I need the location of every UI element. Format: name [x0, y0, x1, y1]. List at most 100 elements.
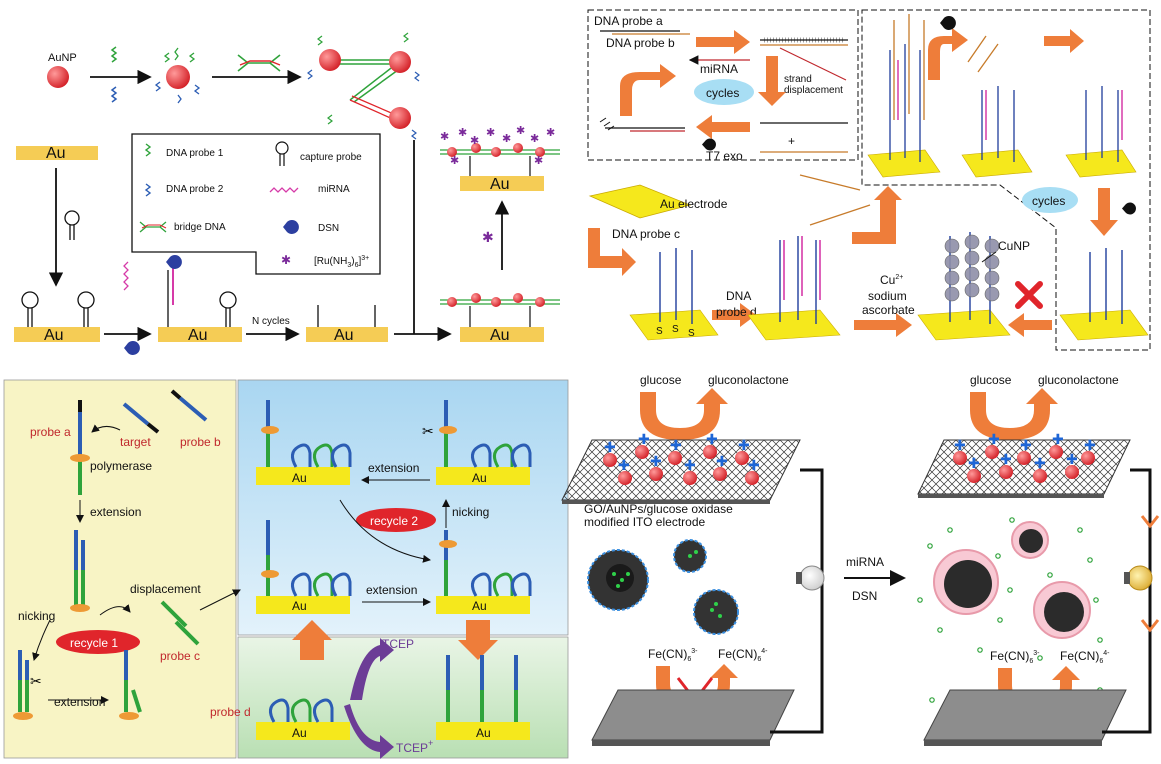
mirna-label-d: miRNA [846, 555, 884, 569]
svg-text:✂: ✂ [422, 424, 434, 440]
orange-arrow-b3 [620, 64, 676, 116]
legend-capture-probe: capture probe [300, 152, 362, 163]
electrode-label-1: GO/AuNPs/glucose oxidase [584, 502, 733, 516]
glucose-arrow-1 [640, 388, 728, 440]
au-label-c6: Au [476, 726, 491, 740]
c-electrode-bl [256, 698, 350, 740]
b-top-electrode-1 [867, 14, 941, 178]
svg-text:✱: ✱ [458, 126, 467, 139]
svg-text:✚: ✚ [670, 438, 682, 454]
svg-text:✱: ✱ [450, 154, 459, 167]
panel-d: glucose gluconolactone ✚✚✚ ✚✚✚ ✚✚✚ ✚ GO/… [561, 373, 1160, 746]
bulb-on [1127, 565, 1153, 591]
fe3-label-1: Fe(CN)63- [648, 647, 698, 663]
panel-a: AuNP Au [14, 32, 560, 356]
nanocapsules-closed [587, 539, 739, 635]
b-top-electrode-2 [961, 86, 1033, 178]
b-electrode-right [1059, 248, 1149, 341]
legend-dsn: DSN [318, 223, 339, 234]
dna-probe-a-label: DNA probe a [594, 14, 663, 28]
glucose-arrow-2 [970, 388, 1058, 440]
aunp-functionalized [154, 47, 201, 104]
bottom-electrode-2 [923, 689, 1127, 741]
glucose-label-2: glucose [970, 373, 1012, 387]
tcep-arrow-top [350, 638, 394, 700]
svg-text:✚: ✚ [748, 458, 760, 474]
orange-arrow-b10 [1090, 188, 1118, 236]
dsn-label-d: DSN [852, 589, 877, 603]
legend-box: DNA probe 1 DNA probe 2 bridge DNA captu… [131, 133, 381, 275]
b-electrode-cunp [917, 232, 1011, 341]
orange-arrow-c-up [292, 620, 332, 660]
dna-probe-1-squiggle [110, 46, 118, 63]
au-electrode-plate [588, 184, 692, 219]
probe-b-label: probe b [180, 435, 221, 449]
nanocapsules-open [917, 517, 1103, 733]
svg-text:✚: ✚ [618, 458, 630, 474]
au-label-2: Au [44, 327, 64, 344]
sodium-label: sodium [868, 289, 907, 303]
svg-text:✱: ✱ [502, 132, 511, 145]
svg-text:✚: ✚ [650, 454, 662, 470]
c-electrode-ml [256, 520, 352, 614]
au-electrode-label: Au electrode [660, 197, 728, 211]
extension-label-4: extension [366, 583, 417, 597]
dna-label: DNA [726, 289, 751, 303]
svg-text:✱: ✱ [470, 134, 479, 147]
svg-text:✚: ✚ [604, 440, 616, 456]
svg-text:✚: ✚ [968, 456, 980, 472]
svg-text:✚: ✚ [716, 454, 728, 470]
svg-text:S: S [656, 326, 663, 337]
b-electrode-1: S S S [629, 248, 719, 341]
au-electrode-4 [306, 305, 388, 342]
displacement-label-c: displacement [130, 582, 201, 596]
target-label: target [120, 435, 151, 449]
cycles-label-2: cycles [1032, 194, 1065, 208]
au-label-c1: Au [292, 471, 307, 485]
recycle-2-badge [356, 508, 436, 532]
orange-arrow-b7 [852, 186, 902, 244]
probe-a-label: probe a [30, 425, 71, 439]
au-label-c3: Au [292, 599, 307, 613]
svg-text:✚: ✚ [988, 432, 1000, 448]
extension-label-2: extension [54, 695, 105, 709]
svg-text:✚: ✚ [638, 432, 650, 448]
au-electrode-3 [158, 255, 242, 342]
n-cycles-label: N cycles [252, 316, 290, 327]
capture-probe-icon-arrow [64, 210, 80, 240]
orange-arrow-b12 [1044, 29, 1084, 53]
strand-label: strand [784, 74, 812, 85]
au-label-c4: Au [472, 599, 487, 613]
au-label-5: Au [490, 327, 510, 344]
fe4-label-2: Fe(CN)64- [1060, 649, 1110, 665]
svg-text:✚: ✚ [684, 458, 696, 474]
au-electrode-5 [440, 293, 560, 342]
gluconolactone-label-2: gluconolactone [1038, 373, 1119, 387]
plus-sign: + [788, 134, 795, 148]
svg-text:✚: ✚ [1000, 452, 1012, 468]
orange-arrow-b9 [1008, 313, 1052, 337]
recycle-1-label: recycle 1 [70, 636, 118, 650]
orange-arrow-b8 [854, 313, 912, 337]
cycles-label-1: cycles [706, 86, 739, 100]
legend-dna-probe-1: DNA probe 1 [166, 148, 224, 159]
recycle-2-label: recycle 2 [370, 514, 418, 528]
au-label-6: Au [490, 176, 510, 193]
ascorbate-label: ascorbate [862, 303, 915, 317]
orange-arrow-b5 [588, 228, 636, 276]
aunp-label: AuNP [48, 52, 77, 64]
au-electrode-1 [16, 146, 98, 160]
c-electrode-tl [256, 400, 352, 485]
cunp-label: CuNP [998, 239, 1030, 253]
svg-text:✱: ✱ [486, 126, 495, 139]
gox-aunps-1: ✚✚✚ ✚✚✚ ✚✚✚ ✚ [603, 432, 760, 485]
orange-arrow-b1 [696, 30, 750, 54]
orange-arrow-b6 [712, 303, 756, 327]
svg-text:✚: ✚ [1066, 452, 1078, 468]
cu-label: Cu2+ [880, 273, 903, 287]
svg-text:✱: ✱ [281, 253, 291, 267]
svg-text:✱: ✱ [440, 130, 449, 143]
extension-label-1: extension [90, 505, 141, 519]
displacement-label: displacement [784, 85, 843, 96]
legend-bridge-dna: bridge DNA [174, 222, 226, 233]
